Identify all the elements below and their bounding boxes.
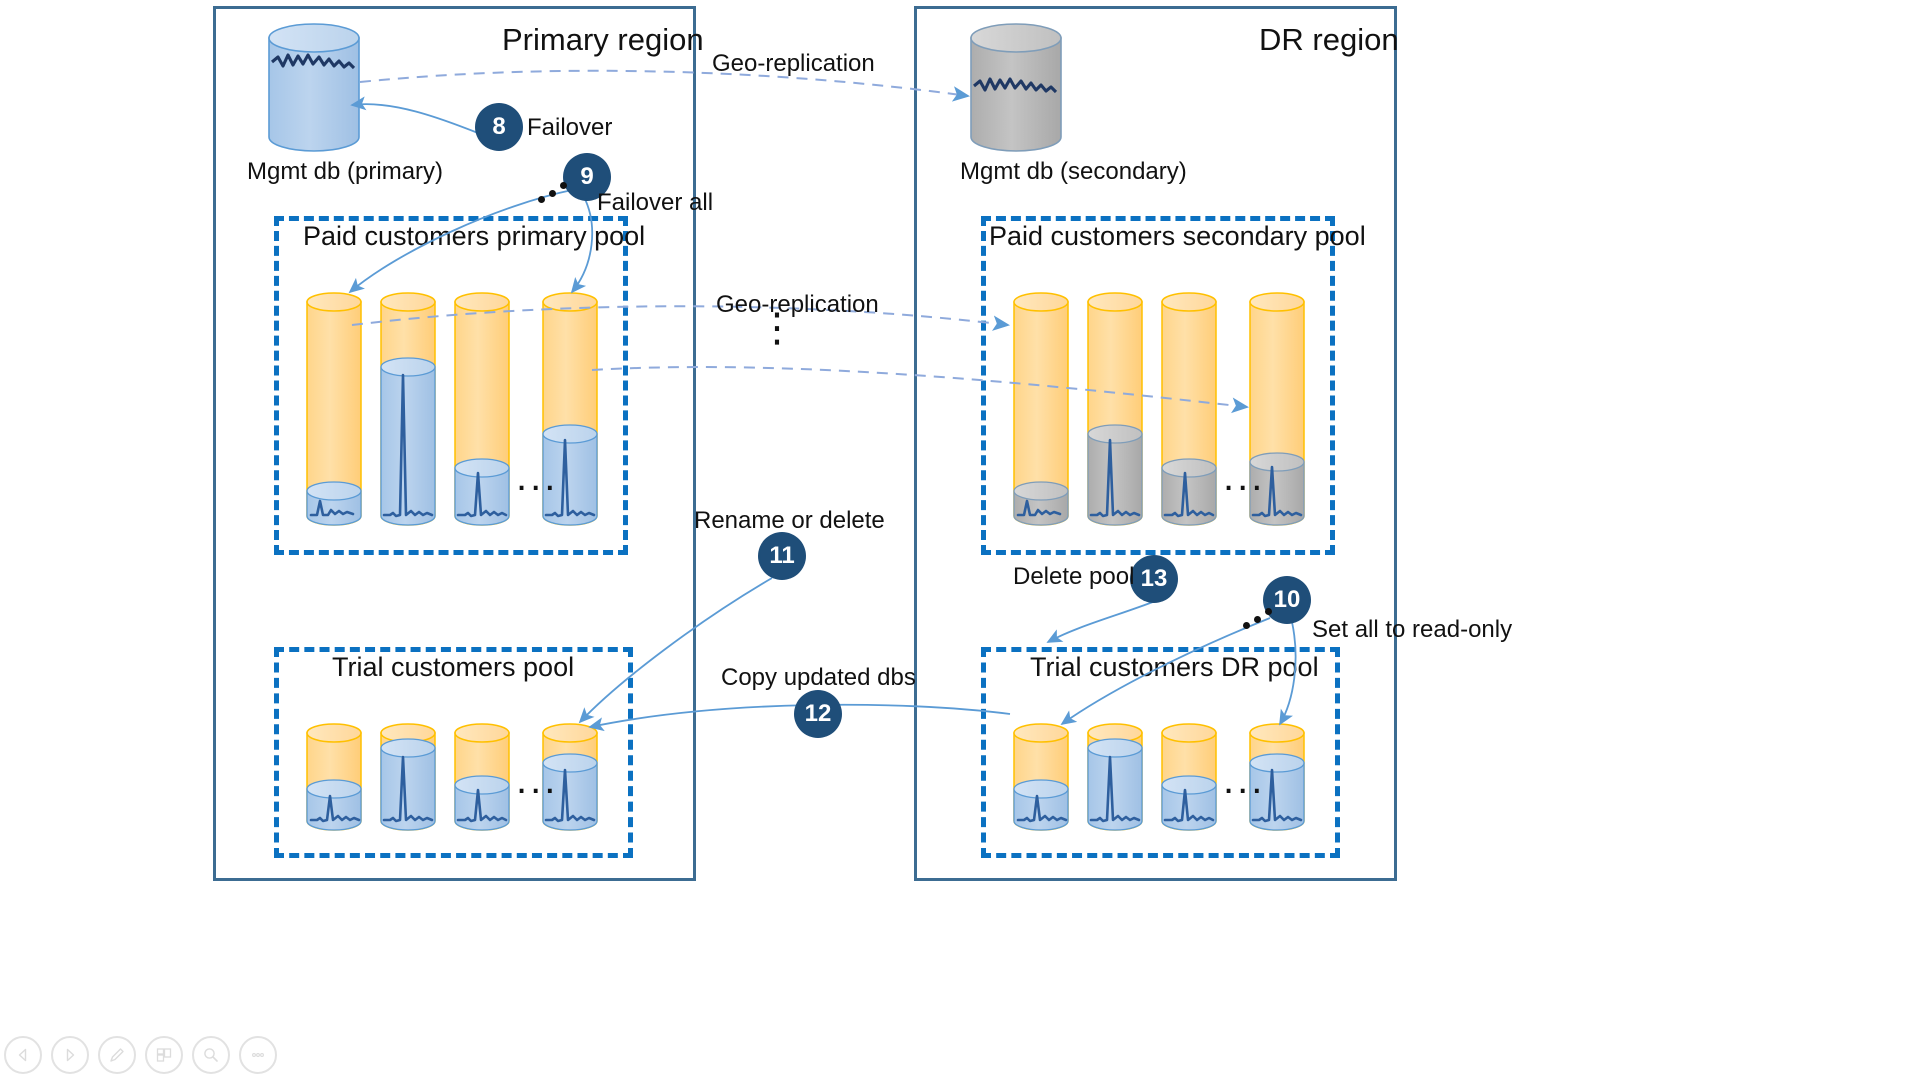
db-paid-secondary-4 (1249, 292, 1305, 526)
zoom-button[interactable] (192, 1036, 230, 1074)
step-badge-9[interactable]: 9 (565, 155, 609, 199)
db-paid-secondary-2 (1087, 292, 1143, 526)
step-label-11: Rename or delete (694, 507, 885, 534)
connector-geo-replication-pool-2 (591, 366, 1249, 414)
step-label-12: Copy updated dbs (721, 664, 916, 691)
pool-paid-primary (274, 216, 628, 555)
db-trial-dr-4 (1249, 723, 1305, 831)
step-label-8: Failover (527, 114, 613, 141)
chevron-left-icon (18, 1048, 27, 1062)
db-paid-secondary-1 (1013, 292, 1069, 526)
next-button[interactable] (51, 1036, 89, 1074)
layers-button[interactable] (145, 1036, 183, 1074)
db-trial-primary-3 (454, 723, 510, 831)
connector-step-9-right (570, 196, 594, 294)
step-label-9: Failover all (597, 189, 714, 216)
connector-step-11 (578, 577, 773, 724)
db-trial-dr-1 (1013, 723, 1069, 831)
pool-paid-secondary-title: Paid customers secondary pool (989, 221, 1366, 251)
pool-trial-dr-title: Trial customers DR pool (1030, 652, 1319, 682)
connector-step-8 (350, 96, 479, 134)
pool-trial-dr (981, 647, 1340, 858)
ellipsis-icon (252, 1053, 264, 1057)
db-trial-primary-1 (306, 723, 362, 831)
connector-step-10-right (1279, 621, 1297, 726)
step-badge-12[interactable]: 12 (796, 692, 840, 736)
region-primary (213, 6, 696, 881)
db-trial-primary-4 (542, 723, 598, 831)
connector-geo-replication-pool-1 (351, 305, 1010, 331)
ellipsis-diagonal-step-10 (1243, 608, 1277, 630)
cylinder-mgmt-primary (268, 23, 360, 152)
label-mgmt-db-secondary: Mgmt db (secondary) (960, 158, 1187, 185)
previous-button[interactable] (4, 1036, 42, 1074)
db-paid-primary-4 (542, 292, 598, 526)
ellipsis-between-pools: ⋮ (757, 306, 797, 350)
db-paid-secondary-3 (1161, 292, 1217, 526)
magnifier-icon (204, 1048, 218, 1062)
connector-step-9-left (348, 189, 573, 294)
ellipsis-diagonal-step-9 (538, 182, 572, 204)
pool-paid-secondary (981, 216, 1335, 555)
step-badge-10[interactable]: 10 (1265, 578, 1309, 622)
step-badge-11[interactable]: 11 (760, 534, 804, 578)
ellipsis-paid-primary: ... (516, 455, 559, 499)
region-primary-title: Primary region (502, 22, 704, 57)
step-badge-13[interactable]: 13 (1132, 557, 1176, 601)
label-mgmt-db-primary: Mgmt db (primary) (247, 158, 444, 185)
label-geo-replication-mgmt: Geo-replication (712, 50, 875, 77)
db-trial-dr-2 (1087, 723, 1143, 831)
connector-step-13 (1046, 599, 1159, 643)
pencil-icon (110, 1048, 124, 1062)
connector-geo-replication-mgmt (359, 69, 970, 102)
pool-trial-primary (274, 647, 633, 858)
db-paid-primary-1 (306, 292, 362, 526)
db-paid-primary-3 (454, 292, 510, 526)
connectors-layer (348, 69, 1297, 732)
step-label-13: Delete pool (1013, 563, 1135, 590)
viewer-toolbar[interactable] (4, 1036, 277, 1074)
chevron-right-icon (66, 1048, 75, 1062)
step-badge-8[interactable]: 8 (477, 105, 521, 149)
region-dr-title: DR region (1259, 22, 1399, 57)
cylinder-mgmt-secondary (970, 23, 1062, 152)
ellipsis-trial-primary: ... (516, 758, 559, 802)
db-paid-primary-2 (380, 292, 436, 526)
pool-paid-primary-title: Paid customers primary pool (303, 221, 646, 251)
more-button[interactable] (239, 1036, 277, 1074)
region-dr (914, 6, 1397, 881)
step-label-10: Set all to read-only (1312, 616, 1513, 643)
layers-icon (156, 1048, 172, 1062)
pool-trial-primary-title: Trial customers pool (332, 652, 575, 682)
db-trial-primary-2 (380, 723, 436, 831)
edit-button[interactable] (98, 1036, 136, 1074)
db-trial-dr-3 (1161, 723, 1217, 831)
connector-step-10-left (1060, 617, 1271, 726)
ellipsis-trial-dr: ... (1223, 758, 1266, 802)
ellipsis-paid-secondary: ... (1223, 455, 1266, 499)
label-geo-replication-pool: Geo-replication (716, 291, 879, 318)
